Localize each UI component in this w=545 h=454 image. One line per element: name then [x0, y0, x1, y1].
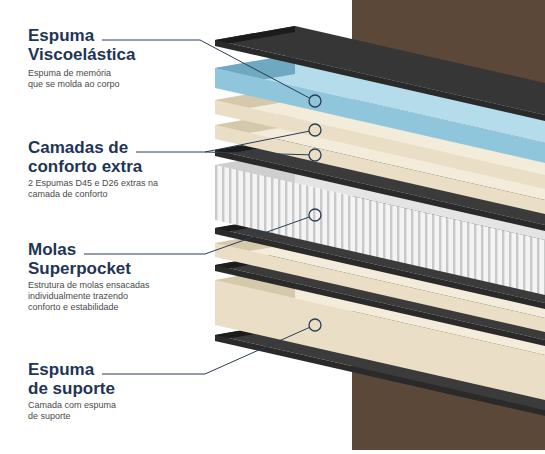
section-heading: Molas Superpocket	[28, 240, 148, 278]
section-description: Estrutura de molas ensacadas individualm…	[28, 280, 153, 313]
section-heading: Camadas de conforto extra	[28, 138, 158, 176]
section-heading: Espuma de suporte	[28, 360, 117, 398]
section-heading: Espuma Viscoelástica	[28, 26, 153, 64]
section-description: Espuma de memória que se molda ao corpo	[28, 68, 123, 90]
section-description: Camada com espuma de suporte	[28, 400, 118, 422]
layer-black-top	[215, 26, 545, 121]
callout-circles	[309, 95, 321, 331]
section-description: 2 Espumas D45 e D26 extras na camada de …	[28, 178, 168, 200]
leader-lines	[84, 40, 310, 374]
